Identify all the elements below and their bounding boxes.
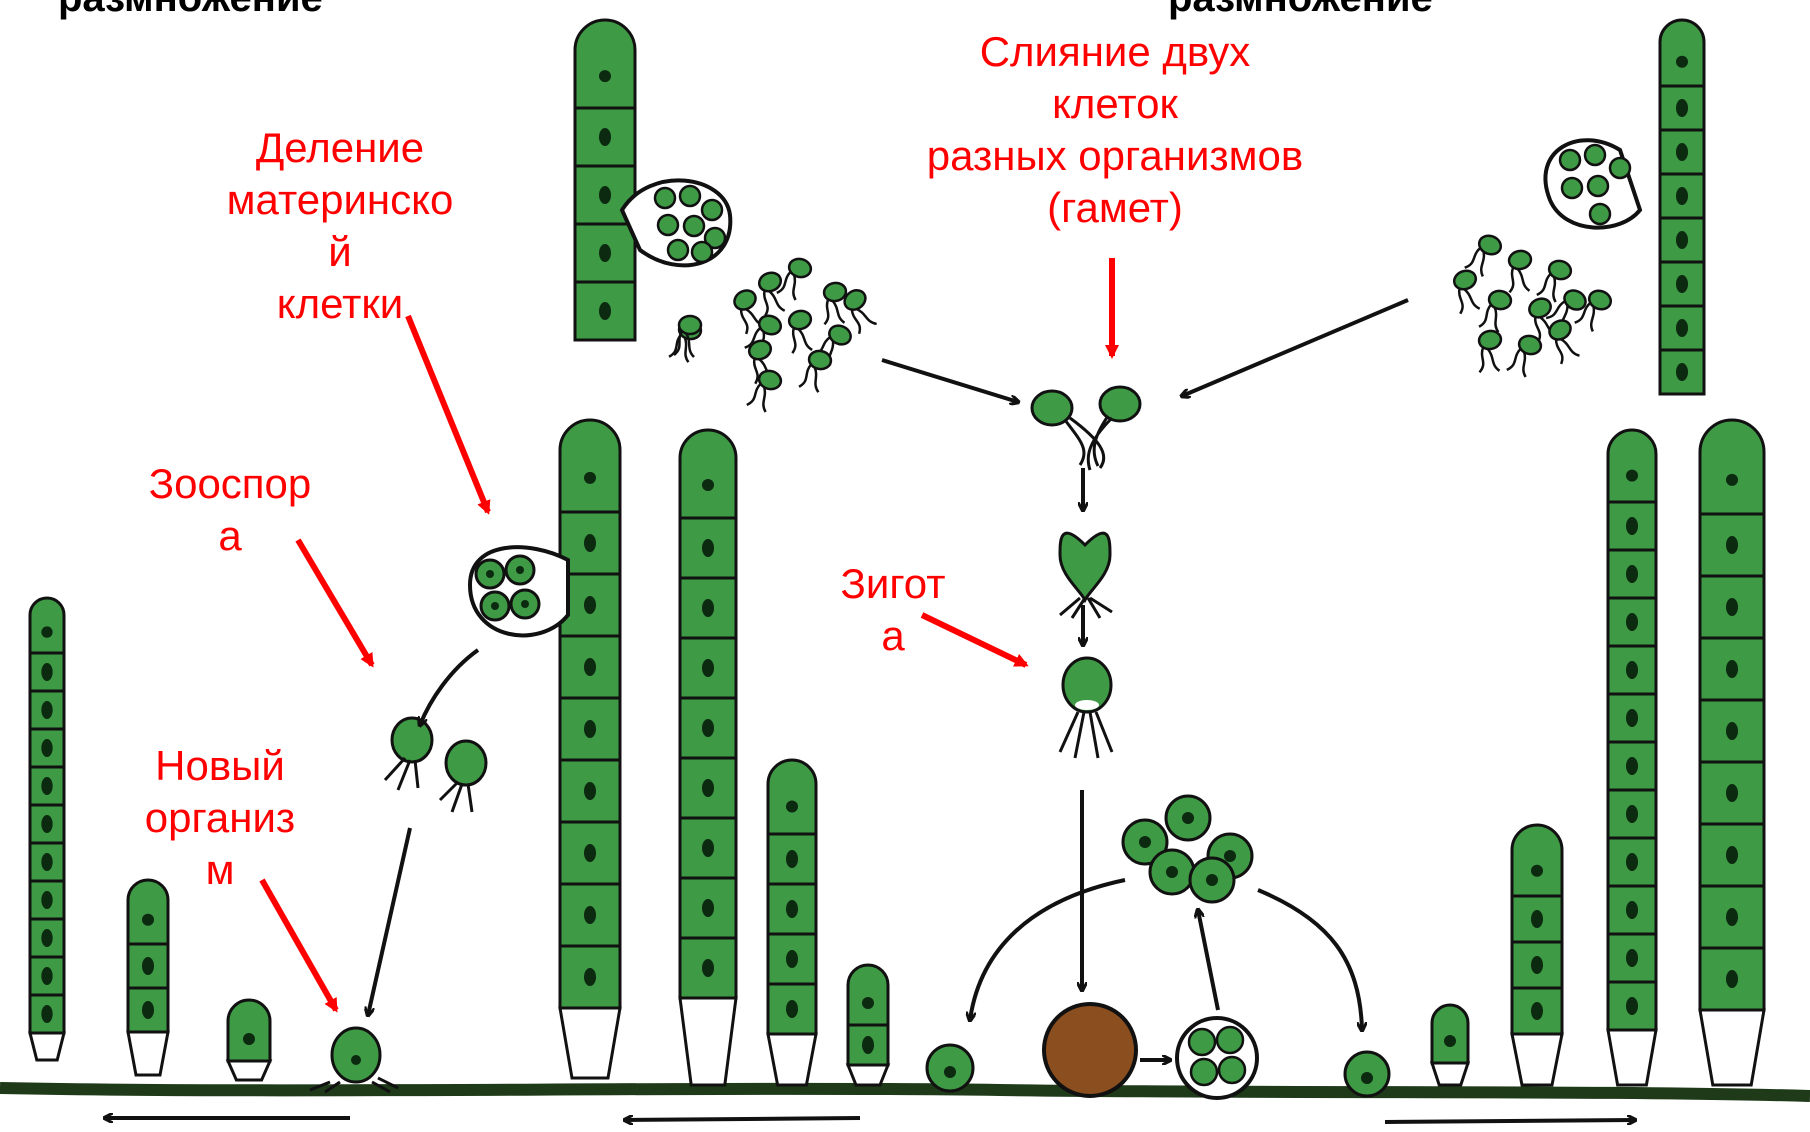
filament-center — [768, 760, 816, 1085]
heading-right: размножение — [1168, 0, 1433, 18]
label-zoospore: Зооспор а — [120, 458, 340, 562]
filament-center-left — [680, 430, 736, 1085]
filament-left-big-upper — [575, 20, 635, 340]
sporangium-lower — [470, 547, 568, 635]
gamete-swarms — [669, 231, 1614, 414]
fusing-gametes — [1032, 387, 1140, 470]
zygote-cell — [1060, 658, 1112, 758]
filament-left-3 — [228, 1000, 270, 1080]
label-zygote: Зигот а — [818, 558, 968, 662]
filament-far-left — [30, 598, 64, 1060]
filament-center-small — [848, 965, 888, 1085]
filament-right-tall — [1608, 430, 1656, 1085]
filament-left-big — [560, 420, 620, 1078]
zygote-heart-stage — [1060, 533, 1112, 618]
haploid-cells — [927, 796, 1389, 1096]
resting-zygote — [1044, 1004, 1136, 1096]
gametangium-right — [1545, 140, 1640, 227]
new-organism — [310, 1028, 398, 1092]
tetrad — [1177, 1018, 1257, 1098]
filament-right-2 — [1512, 825, 1562, 1085]
filament-right-big-upper — [1660, 20, 1704, 394]
label-new-organism: Новый организ м — [120, 740, 320, 896]
gametangium-left — [622, 180, 730, 265]
filament-left-2 — [128, 880, 168, 1075]
label-fusion: Слияние двух клеток разных организмов (г… — [915, 26, 1315, 234]
zoospores — [385, 718, 486, 812]
heading-left: размножение — [58, 0, 323, 18]
filament-right-small — [1432, 1005, 1468, 1085]
label-division: Деление материнско й клетки — [200, 122, 480, 330]
substrate-line — [0, 1088, 1810, 1096]
filament-right-big — [1700, 420, 1764, 1085]
